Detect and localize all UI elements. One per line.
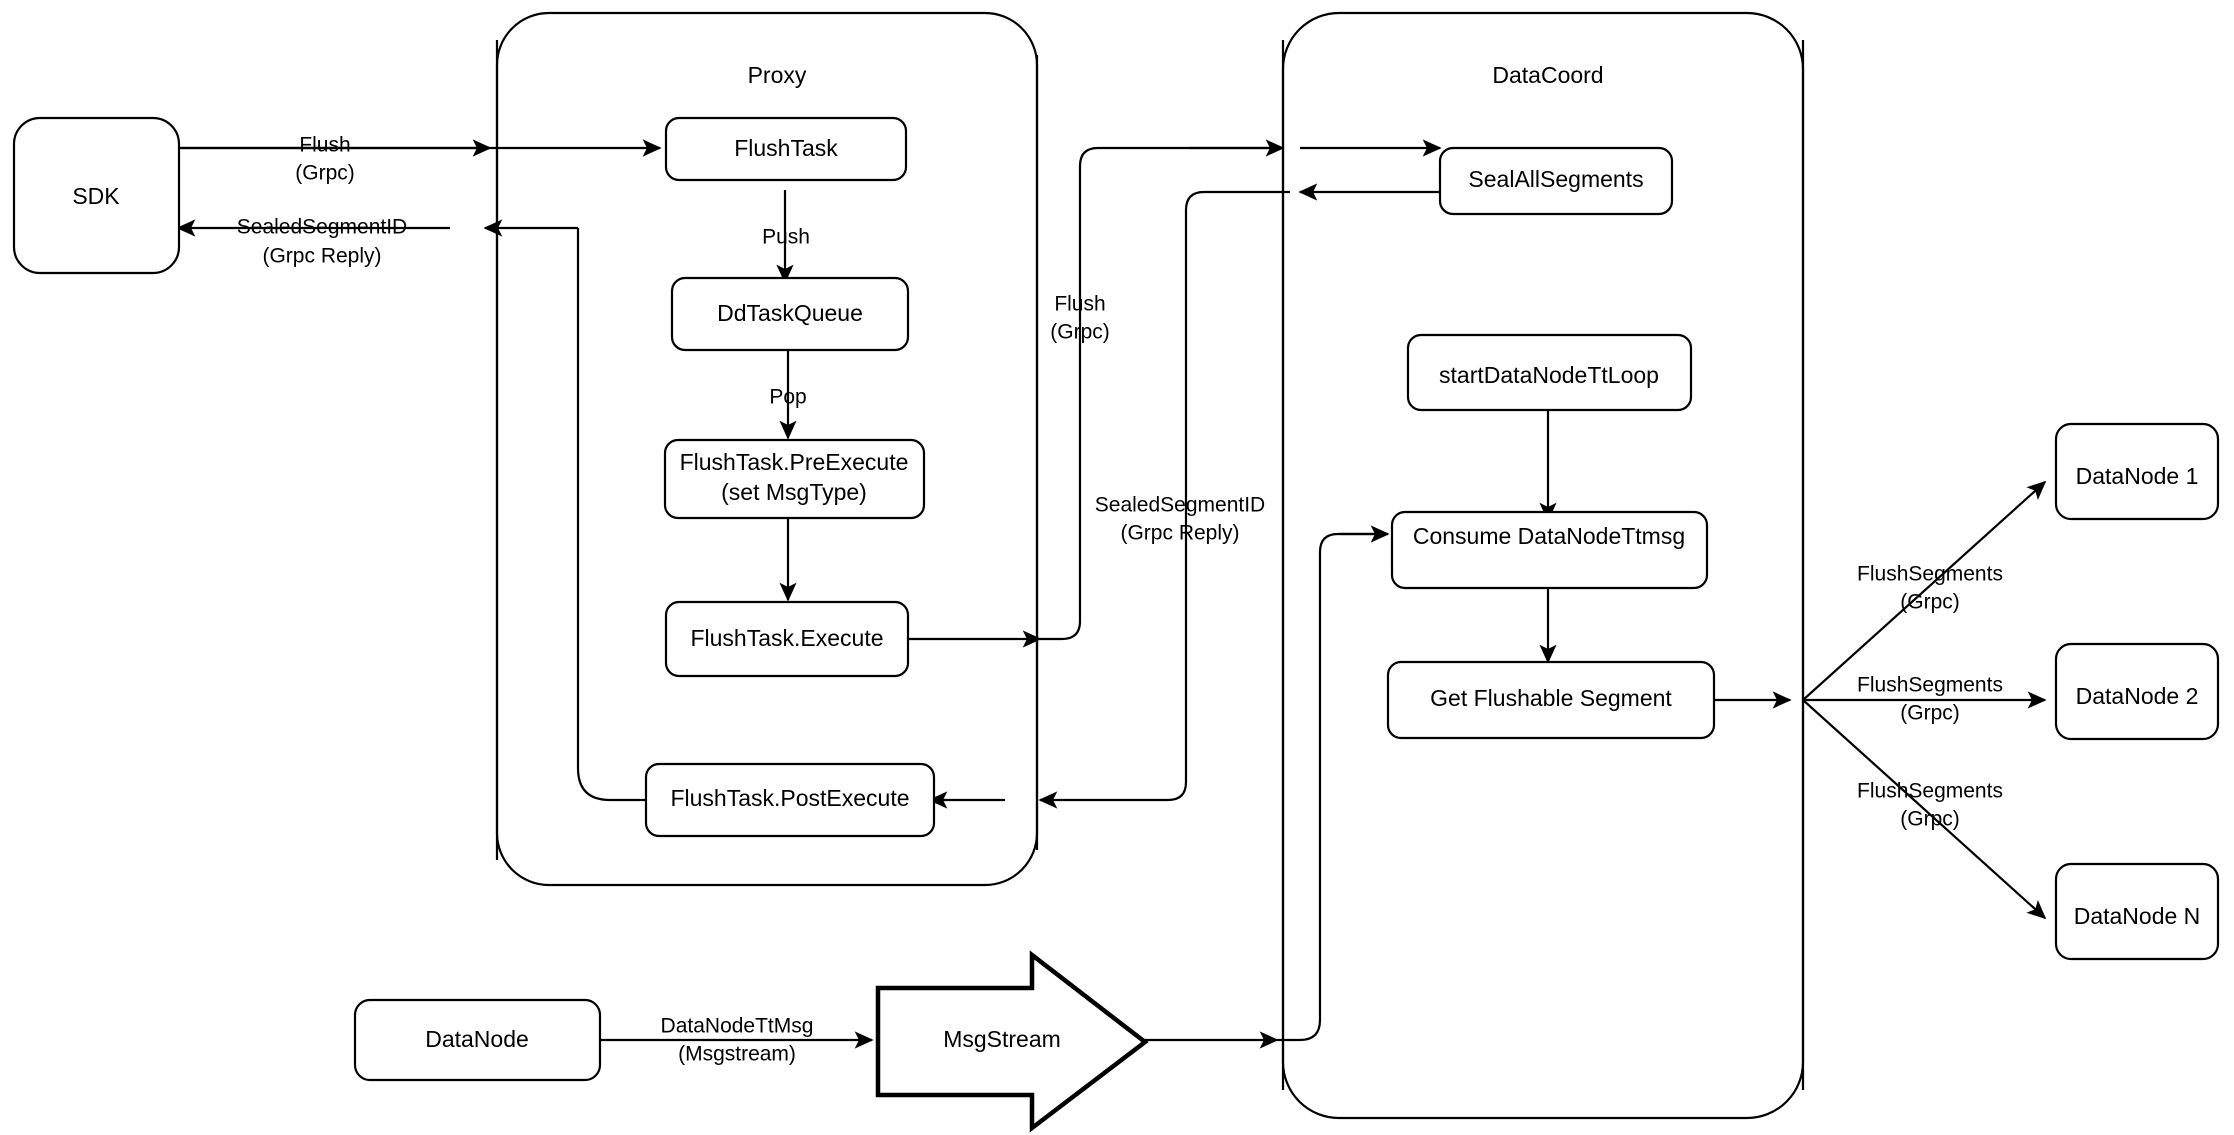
consumedatanodettmsg-box[interactable] bbox=[1390, 510, 1709, 590]
proxy-container-title: Proxy bbox=[748, 62, 807, 88]
datanoden-label: DataNode N bbox=[2074, 903, 2201, 929]
edge-label-coord-to-proxy: SealedSegmentID (Grpc Reply) bbox=[1095, 494, 1265, 545]
datacoord-container-title: DataCoord bbox=[1492, 62, 1603, 88]
execute-label: FlushTask.Execute bbox=[690, 625, 883, 651]
datanode1-box[interactable] bbox=[2054, 422, 2220, 521]
execute-box[interactable] bbox=[664, 600, 910, 678]
label-flushsegments1-line1: FlushSegments bbox=[1857, 563, 2003, 586]
node-ddtaskqueue[interactable]: DdTaskQueue bbox=[670, 276, 910, 352]
startdatanodettloop-box[interactable] bbox=[1406, 333, 1693, 412]
node-sdk[interactable]: SDK bbox=[12, 116, 181, 275]
sdk-box[interactable] bbox=[12, 116, 181, 275]
sdk-label: SDK bbox=[72, 183, 120, 209]
edge-label-flushsegments-n: FlushSegments (Grpc) bbox=[1857, 780, 2003, 831]
datanode1-label: DataNode 1 bbox=[2076, 463, 2199, 489]
ddtaskqueue-box[interactable] bbox=[670, 276, 910, 352]
flushtask-label: FlushTask bbox=[734, 135, 838, 161]
node-datanode-bottom[interactable]: DataNode bbox=[353, 998, 602, 1082]
datanode-bottom-box[interactable] bbox=[353, 998, 602, 1082]
label-sealedsegmentid-line2: (Grpc Reply) bbox=[262, 245, 381, 268]
label-flush-grpc-line1: Flush bbox=[299, 134, 350, 157]
node-preexecute[interactable]: FlushTask.PreExecute (set MsgType) bbox=[663, 438, 926, 520]
sealallsegments-label: SealAllSegments bbox=[1468, 166, 1643, 192]
node-datanoden[interactable]: DataNode N bbox=[2054, 862, 2220, 961]
flushtask-box[interactable] bbox=[664, 116, 908, 182]
msgstream-label: MsgStream bbox=[943, 1026, 1061, 1052]
label-pop: Pop bbox=[769, 386, 806, 409]
edge-datacoord-inner-rail-to-consume bbox=[1277, 532, 1380, 1042]
datanoden-box[interactable] bbox=[2054, 862, 2220, 961]
node-consumedatanodettmsg[interactable]: Consume DataNodeTtmsg bbox=[1390, 510, 1709, 590]
edge-proxy-right-to-datacoord bbox=[1040, 146, 1270, 641]
postexecute-label: FlushTask.PostExecute bbox=[670, 785, 909, 811]
preexecute-label-line2: (set MsgType) bbox=[721, 479, 867, 505]
getflushablesegment-label: Get Flushable Segment bbox=[1430, 685, 1672, 711]
sealallsegments-box[interactable] bbox=[1438, 146, 1674, 216]
label-flushsegments2-line1: FlushSegments bbox=[1857, 674, 2003, 697]
postexecute-box[interactable] bbox=[644, 762, 936, 838]
label-flushsegments2-line2: (Grpc) bbox=[1900, 702, 1960, 725]
node-msgstream[interactable]: MsgStream bbox=[875, 950, 1149, 1133]
node-sealallsegments[interactable]: SealAllSegments bbox=[1438, 146, 1674, 216]
label-sealedsegmentid-coord-line1: SealedSegmentID bbox=[1095, 494, 1265, 517]
edge-label-sdk-to-proxy: Flush (Grpc) bbox=[295, 134, 355, 185]
datanode2-label: DataNode 2 bbox=[2076, 683, 2199, 709]
edge-label-flushsegments-1: FlushSegments (Grpc) bbox=[1857, 563, 2003, 614]
edge-postexecute-left-rail bbox=[576, 228, 646, 802]
getflushablesegment-box[interactable] bbox=[1386, 660, 1716, 740]
node-execute[interactable]: FlushTask.Execute bbox=[664, 600, 910, 678]
preexecute-label-line1: FlushTask.PreExecute bbox=[680, 449, 909, 475]
edge-label-flushsegments-2: FlushSegments (Grpc) bbox=[1857, 674, 2003, 725]
edge-label-datanode-ttmsg: DataNodeTtMsg (Msgstream) bbox=[661, 1015, 814, 1066]
node-getflushablesegment[interactable]: Get Flushable Segment bbox=[1386, 660, 1716, 740]
label-datanodettmsg-line2: (Msgstream) bbox=[678, 1043, 796, 1066]
ddtaskqueue-label: DdTaskQueue bbox=[717, 300, 863, 326]
node-startdatanodettloop[interactable]: startDataNodeTtLoop bbox=[1406, 333, 1693, 412]
label-flushsegmentsn-line2: (Grpc) bbox=[1900, 808, 1960, 831]
consumedatanodettmsg-label: Consume DataNodeTtmsg bbox=[1413, 523, 1685, 549]
preexecute-box[interactable] bbox=[663, 438, 926, 520]
edge-junction-to-datanode1 bbox=[1802, 480, 2047, 701]
node-datanode2[interactable]: DataNode 2 bbox=[2054, 642, 2220, 741]
label-flushsegmentsn-line1: FlushSegments bbox=[1857, 780, 2003, 803]
datanode2-box[interactable] bbox=[2054, 642, 2220, 741]
label-flush-coord-line1: Flush bbox=[1054, 293, 1105, 316]
node-postexecute[interactable]: FlushTask.PostExecute bbox=[644, 762, 936, 838]
edge-label-proxy-to-coord: Flush (Grpc) bbox=[1050, 293, 1110, 344]
edge-junction-to-datanoden bbox=[1802, 699, 2047, 920]
startdatanodettloop-label: startDataNodeTtLoop bbox=[1439, 362, 1659, 388]
label-datanodettmsg-line1: DataNodeTtMsg bbox=[661, 1015, 814, 1038]
label-push: Push bbox=[762, 226, 810, 249]
msgstream-arrow-shape[interactable] bbox=[875, 950, 1149, 1133]
label-flushsegments1-line2: (Grpc) bbox=[1900, 591, 1960, 614]
node-datanode1[interactable]: DataNode 1 bbox=[2054, 422, 2220, 521]
edge-reply-rail-to-proxy bbox=[1062, 190, 1290, 802]
node-flushtask[interactable]: FlushTask bbox=[664, 116, 908, 182]
label-sealedsegmentid-coord-line2: (Grpc Reply) bbox=[1120, 522, 1239, 545]
edge-label-proxy-to-sdk: SealedSegmentID (Grpc Reply) bbox=[237, 216, 407, 268]
label-flush-grpc-line2: (Grpc) bbox=[295, 162, 355, 185]
datanode-bottom-label: DataNode bbox=[425, 1026, 529, 1052]
label-sealedsegmentid-line1: SealedSegmentID bbox=[237, 216, 407, 239]
label-flush-coord-line2: (Grpc) bbox=[1050, 321, 1110, 344]
